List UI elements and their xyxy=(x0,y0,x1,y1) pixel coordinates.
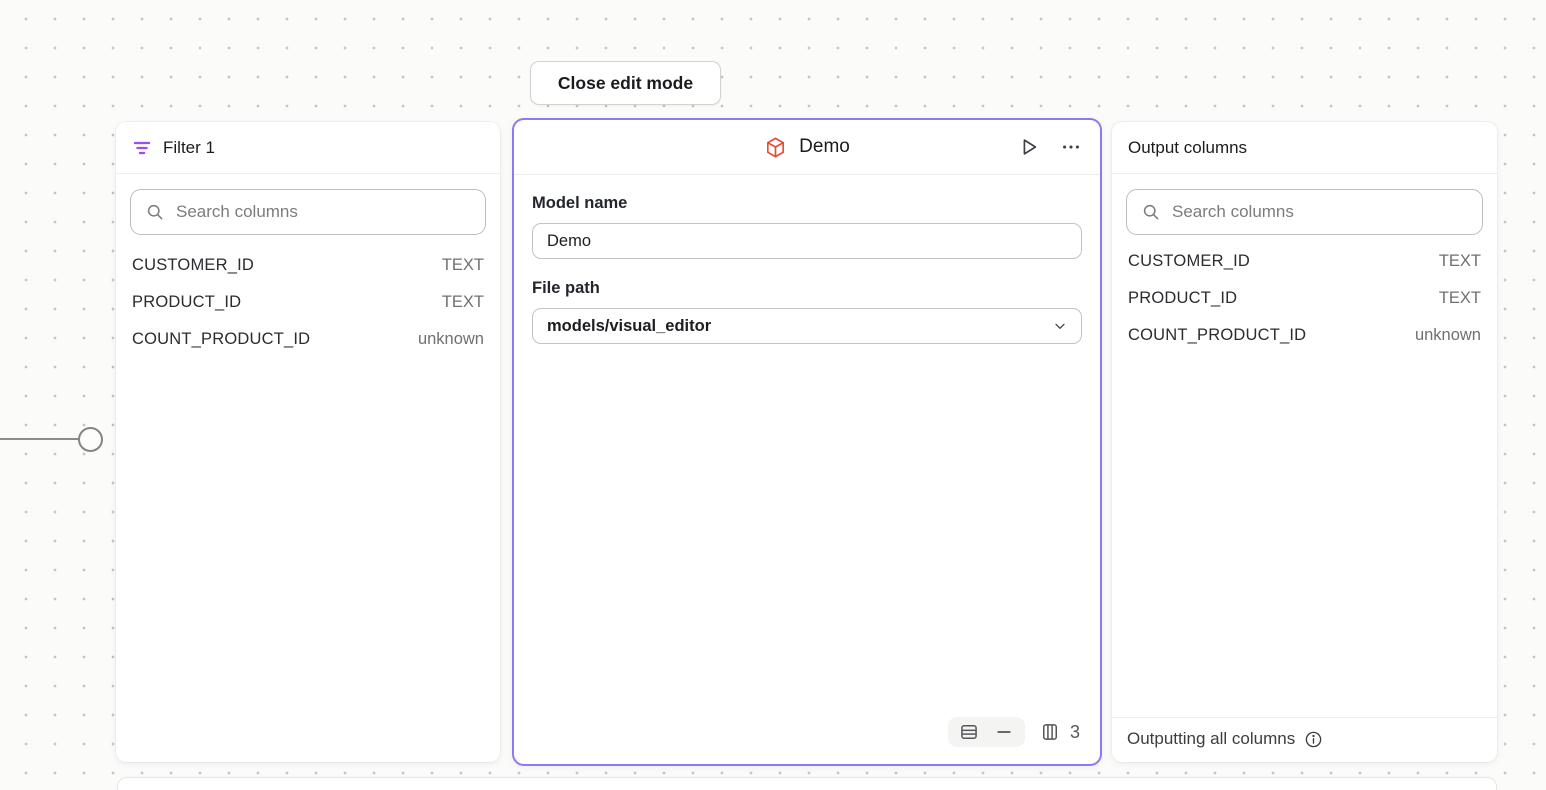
more-options-ellipsis-icon[interactable] xyxy=(1060,136,1082,158)
column-row[interactable]: PRODUCT_ID TEXT xyxy=(1126,280,1483,317)
column-row[interactable]: CUSTOMER_ID TEXT xyxy=(130,247,486,284)
run-play-icon[interactable] xyxy=(1018,136,1040,158)
table-rows-icon[interactable] xyxy=(959,722,979,742)
model-panel-header: Demo xyxy=(514,120,1100,175)
model-node-panel[interactable]: Demo Model name File path models/visual_… xyxy=(512,118,1102,766)
model-cube-icon xyxy=(764,136,787,159)
column-name: PRODUCT_ID xyxy=(132,293,242,311)
row-limit-control[interactable] xyxy=(947,717,1025,747)
bottom-canvas-panel-edge xyxy=(117,777,1497,790)
edge-connector-line xyxy=(0,438,79,440)
file-path-label: File path xyxy=(532,279,600,297)
output-search-input[interactable] xyxy=(1172,202,1468,222)
search-icon xyxy=(1141,202,1161,222)
filter-node-panel[interactable]: Filter 1 CUSTOMER_ID TEXT PRODUCT_ID TEX… xyxy=(116,122,500,762)
output-panel-title: Output columns xyxy=(1128,137,1248,157)
model-panel-title: Demo xyxy=(799,136,850,157)
column-name: CUSTOMER_ID xyxy=(132,256,254,274)
minus-icon[interactable] xyxy=(994,722,1014,742)
edge-connector-handle[interactable] xyxy=(78,427,103,452)
model-name-input[interactable] xyxy=(532,223,1082,259)
column-name: CUSTOMER_ID xyxy=(1128,252,1250,270)
model-name-label: Model name xyxy=(532,194,628,212)
filter-search-input[interactable] xyxy=(176,202,471,222)
column-name: COUNT_PRODUCT_ID xyxy=(1128,326,1307,344)
column-count-indicator[interactable]: 3 xyxy=(1040,722,1080,743)
table-columns-icon xyxy=(1040,722,1060,742)
filter-panel-header: Filter 1 xyxy=(116,122,500,174)
column-type: unknown xyxy=(417,330,484,348)
file-path-select[interactable]: models/visual_editor xyxy=(532,308,1082,344)
model-panel-footer: 3 xyxy=(514,717,1100,764)
output-panel-header: Output columns xyxy=(1112,122,1497,174)
output-column-list: CUSTOMER_ID TEXT PRODUCT_ID TEXT COUNT_P… xyxy=(1126,243,1483,354)
chevron-down-icon xyxy=(1052,318,1068,334)
filter-search-box[interactable] xyxy=(130,189,486,235)
filter-column-list: CUSTOMER_ID TEXT PRODUCT_ID TEXT COUNT_P… xyxy=(130,247,486,358)
column-name: COUNT_PRODUCT_ID xyxy=(132,330,311,348)
column-row[interactable]: COUNT_PRODUCT_ID unknown xyxy=(1126,317,1483,354)
column-type: TEXT xyxy=(441,256,484,274)
output-columns-panel[interactable]: Output columns CUSTOMER_ID TEXT PRODUCT_… xyxy=(1112,122,1497,762)
column-type: TEXT xyxy=(1438,289,1481,307)
close-edit-mode-button[interactable]: Close edit mode xyxy=(530,61,721,105)
column-type: TEXT xyxy=(1438,252,1481,270)
output-search-box[interactable] xyxy=(1126,189,1483,235)
filter-icon xyxy=(132,138,152,158)
column-type: TEXT xyxy=(441,293,484,311)
info-icon[interactable] xyxy=(1304,730,1323,749)
column-count-value: 3 xyxy=(1069,721,1080,742)
filter-panel-title: Filter 1 xyxy=(163,137,215,157)
search-icon xyxy=(145,202,165,222)
column-row[interactable]: CUSTOMER_ID TEXT xyxy=(1126,243,1483,280)
output-panel-footer: Outputting all columns xyxy=(1112,717,1497,762)
output-footer-text: Outputting all columns xyxy=(1127,729,1296,748)
column-row[interactable]: PRODUCT_ID TEXT xyxy=(130,284,486,321)
column-type: unknown xyxy=(1414,326,1481,344)
file-path-value: models/visual_editor xyxy=(547,316,712,335)
column-name: PRODUCT_ID xyxy=(1128,289,1238,307)
column-row[interactable]: COUNT_PRODUCT_ID unknown xyxy=(130,321,486,358)
